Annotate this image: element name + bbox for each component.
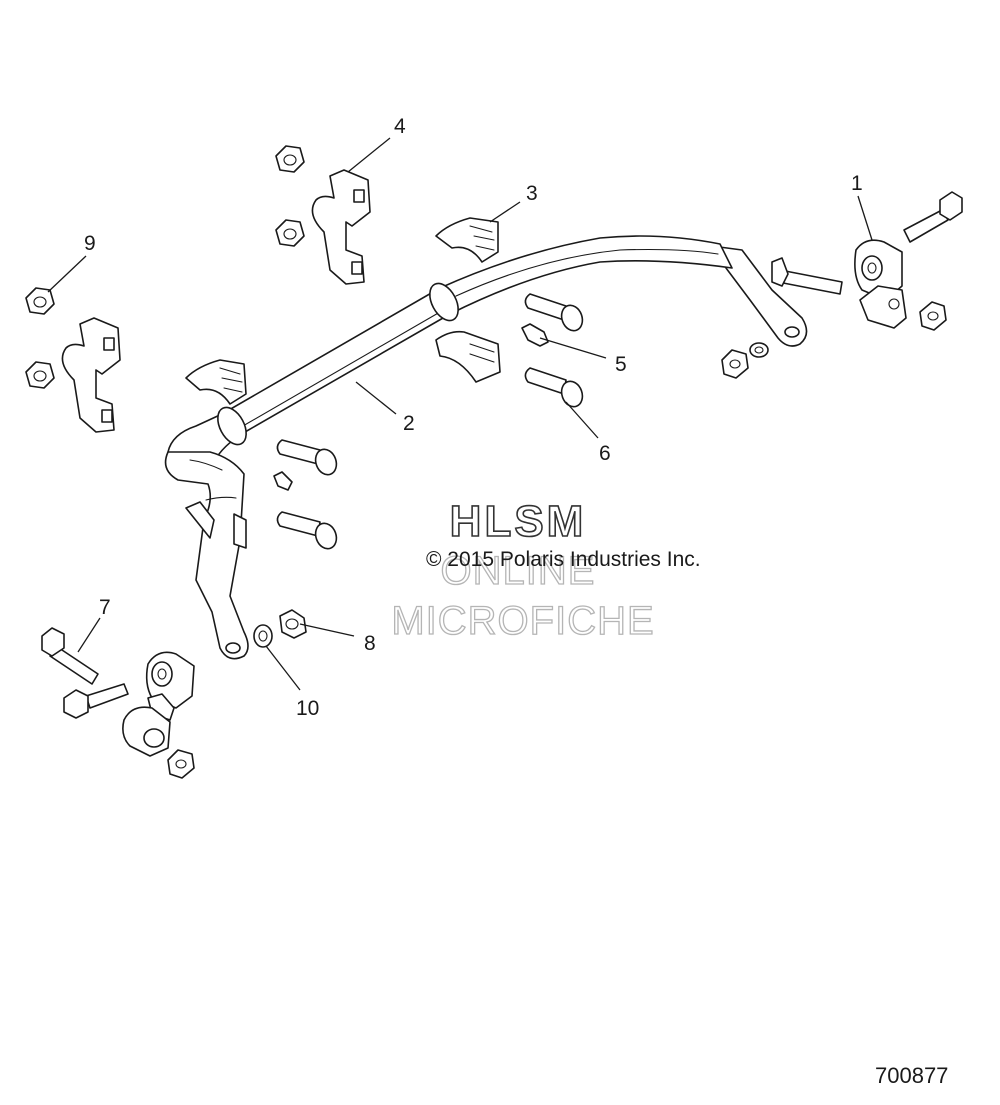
stabilizer-link-right [854,239,907,329]
stabilizer-bar [164,235,808,660]
clamp-bracket-upper [311,169,371,285]
callout-10: 10 [296,697,319,720]
figure-number: 700877 [875,1063,948,1088]
watermark-line-1: HLSM [450,497,587,546]
stabilizer-link-left [122,651,195,757]
callout-labels: 1 2 3 4 5 6 7 8 9 10 [84,115,863,720]
callout-8: 8 [364,632,376,655]
washer [253,342,769,648]
hex-bolts [41,191,963,719]
bushing-upper-left [185,359,247,405]
callout-2: 2 [403,412,415,435]
callout-3: 3 [526,182,538,205]
flange-nut-8 [279,609,307,639]
bushing-lower-right [435,330,501,383]
callout-4: 4 [394,115,406,138]
flange-nut-set [25,145,947,779]
callout-6: 6 [599,442,611,465]
bushing-lower-left [185,501,247,549]
leader-lines [47,137,873,691]
bushing-upper-right [435,217,499,263]
watermark-line-2: ONLINE [441,549,596,593]
watermark-line-3: MICROFICHE [391,599,654,643]
callout-5: 5 [615,353,627,376]
callout-7: 7 [99,596,111,619]
grease-fitting [273,323,549,491]
clamp-bracket-left [61,317,121,433]
callout-1: 1 [851,172,863,195]
callout-9: 9 [84,232,96,255]
watermark: HLSM ONLINE MICROFICHE [391,496,655,643]
copyright-notice: © 2015 Polaris Industries Inc. [426,548,701,571]
pin-bolts [276,293,584,550]
